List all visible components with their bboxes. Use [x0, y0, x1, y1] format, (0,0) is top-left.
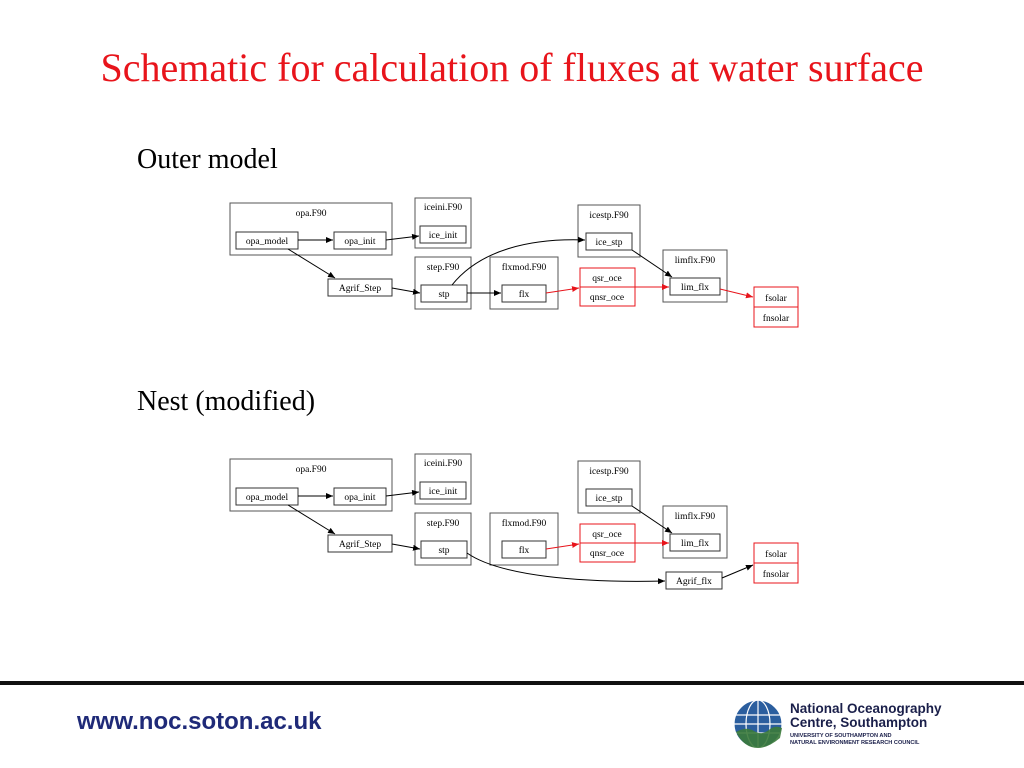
logo-line-4: NATURAL ENVIRONMENT RESEARCH COUNCIL — [790, 740, 920, 746]
svg-text:iceini.F90: iceini.F90 — [424, 459, 463, 469]
opa-init-node: opa_init — [333, 487, 387, 506]
opa-init-node: opa_init — [333, 231, 387, 250]
logo-line-3: UNIVERSITY OF SOUTHAMPTON AND — [790, 733, 892, 739]
step-f90-group: step.F90 — [414, 256, 472, 310]
svg-text:icestp.F90: icestp.F90 — [589, 467, 629, 477]
svg-text:opa_model: opa_model — [246, 237, 289, 247]
svg-text:flxmod.F90: flxmod.F90 — [502, 518, 547, 529]
svg-text:ice_stp: ice_stp — [596, 238, 623, 248]
svg-text:fnsolar: fnsolar — [763, 569, 790, 580]
svg-text:opa_model: opa_model — [246, 493, 289, 503]
svg-text:fnsolar: fnsolar — [763, 313, 790, 324]
agrif-step-node: Agrif_Step — [327, 534, 393, 553]
svg-text:fsolar: fsolar — [765, 549, 787, 560]
opa-f90-group: opa.F90 — [229, 202, 393, 256]
svg-text:limflx.F90: limflx.F90 — [675, 511, 716, 522]
limflx-f90-group: limflx.F90 — [662, 505, 728, 559]
svg-text:lim_flx: lim_flx — [681, 282, 709, 293]
footer-url: www.noc.soton.ac.uk — [77, 708, 322, 735]
svg-text:stp: stp — [438, 290, 449, 300]
qsr-qnsr-record: qsr_oce qnsr_oce — [579, 523, 636, 563]
svg-text:qnsr_oce: qnsr_oce — [590, 549, 624, 559]
stp-node: stp — [420, 540, 468, 559]
svg-text:limflx.F90: limflx.F90 — [675, 255, 716, 266]
flx-node: flx — [501, 284, 547, 303]
agrif-step-node: Agrif_Step — [327, 278, 393, 297]
logo-line-1: National Oceanography — [790, 701, 942, 716]
ice-stp-node: ice_stp — [585, 232, 633, 251]
stp-node: stp — [420, 284, 468, 303]
ice-init-node: ice_init — [419, 481, 467, 500]
nest-model-diagram: opa.F90 iceini.F90 step.F90 flxmod.F90 i… — [229, 453, 799, 590]
svg-text:step.F90: step.F90 — [427, 263, 460, 273]
fsolar-fnsolar-record: fsolar fnsolar — [753, 286, 799, 328]
ice-init-node: ice_init — [419, 225, 467, 244]
nest-edges — [287, 489, 754, 585]
svg-text:qnsr_oce: qnsr_oce — [590, 293, 624, 303]
agrif-flx-node: Agrif_flx — [665, 571, 723, 590]
svg-text:ice_stp: ice_stp — [596, 494, 623, 504]
flxmod-f90-group: flxmod.F90 — [489, 256, 559, 310]
flx-node: flx — [501, 540, 547, 559]
slide-title: Schematic for calculation of fluxes at w… — [100, 45, 924, 90]
svg-text:flx: flx — [519, 289, 530, 300]
svg-text:Agrif_Step: Agrif_Step — [339, 539, 381, 550]
svg-text:flxmod.F90: flxmod.F90 — [502, 262, 547, 273]
noc-globe-logo-icon — [733, 699, 783, 749]
qsr-qnsr-record: qsr_oce qnsr_oce — [579, 267, 636, 307]
svg-text:step.F90: step.F90 — [427, 519, 460, 529]
svg-text:ice_init: ice_init — [429, 231, 458, 241]
svg-text:fsolar: fsolar — [765, 293, 787, 304]
iceini-f90-group: iceini.F90 — [414, 197, 472, 249]
outer-edges — [287, 233, 754, 299]
opa-f90-group: opa.F90 — [229, 458, 393, 512]
svg-text:icestp.F90: icestp.F90 — [589, 211, 629, 221]
svg-text:ice_init: ice_init — [429, 487, 458, 497]
svg-text:iceini.F90: iceini.F90 — [424, 203, 463, 213]
svg-text:opa_init: opa_init — [344, 237, 375, 247]
lim-flx-node: lim_flx — [669, 533, 721, 552]
icestp-f90-group: icestp.F90 — [577, 204, 641, 258]
iceini-f90-group: iceini.F90 — [414, 453, 472, 505]
ice-stp-node: ice_stp — [585, 488, 633, 507]
svg-text:Agrif_flx: Agrif_flx — [676, 576, 712, 587]
logo-line-2: Centre, Southampton — [790, 715, 928, 730]
opa-model-node: opa_model — [235, 487, 299, 506]
svg-text:lim_flx: lim_flx — [681, 538, 709, 549]
step-f90-group: step.F90 — [414, 512, 472, 566]
limflx-f90-group: limflx.F90 — [662, 249, 728, 303]
nest-model-label: Nest (modified) — [137, 386, 316, 417]
lim-flx-node: lim_flx — [669, 277, 721, 296]
svg-text:flx: flx — [519, 545, 530, 556]
svg-text:Agrif_Step: Agrif_Step — [339, 283, 381, 294]
logo-text: National Oceanography Centre, Southampto… — [790, 702, 942, 747]
svg-text:opa_init: opa_init — [344, 493, 375, 503]
icestp-f90-group: icestp.F90 — [577, 460, 641, 514]
svg-text:opa.F90: opa.F90 — [296, 209, 327, 219]
svg-text:stp: stp — [438, 546, 449, 556]
svg-text:opa.F90: opa.F90 — [296, 465, 327, 475]
svg-text:qsr_oce: qsr_oce — [592, 274, 622, 284]
outer-model-label: Outer model — [137, 144, 278, 175]
footer-rule — [0, 681, 1024, 685]
svg-text:qsr_oce: qsr_oce — [592, 530, 622, 540]
noc-logo: National Oceanography Centre, Southampto… — [732, 698, 992, 752]
fsolar-fnsolar-record: fsolar fnsolar — [753, 542, 799, 584]
flxmod-f90-group: flxmod.F90 — [489, 512, 559, 566]
opa-model-node: opa_model — [235, 231, 299, 250]
